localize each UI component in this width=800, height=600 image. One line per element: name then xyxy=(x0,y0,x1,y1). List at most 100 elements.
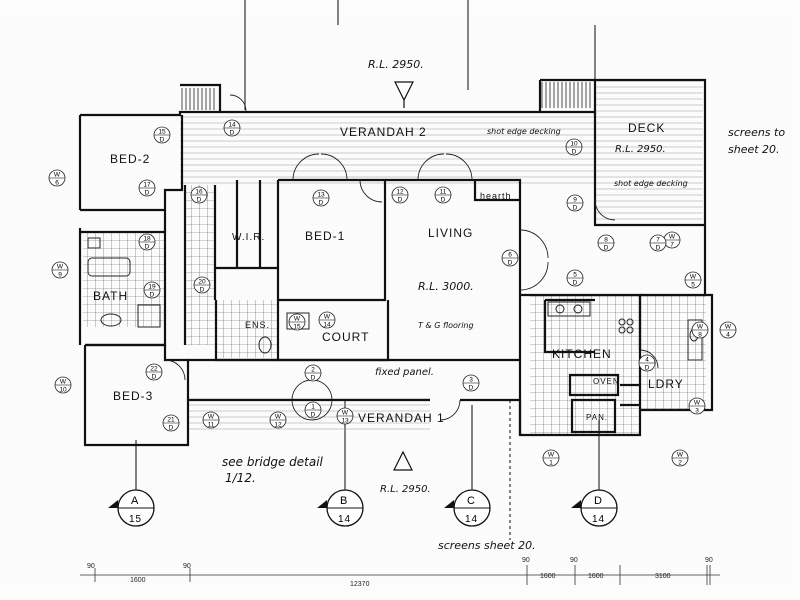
window-tag: W14 xyxy=(318,311,336,329)
window-tag-bottom: 15 xyxy=(293,324,301,331)
window-tag: W8 xyxy=(691,321,709,339)
door-tag-bottom: D xyxy=(311,412,316,419)
door-tag-top: 7 xyxy=(656,237,660,244)
section-b-letter: B xyxy=(340,495,348,507)
window-tag-top: W xyxy=(697,324,704,331)
bridge-note-2: 1/12. xyxy=(225,471,256,485)
window-tag-bottom: 8 xyxy=(698,332,702,339)
window-tag-bottom: 11 xyxy=(208,422,215,429)
window-tag: W12 xyxy=(269,411,287,429)
section-d-sheet: 14 xyxy=(592,514,605,525)
door-tag-bottom: D xyxy=(573,205,578,212)
window-tag-top: W xyxy=(294,316,301,323)
door-tag: 15D xyxy=(153,126,171,144)
door-tag-top: 1 xyxy=(311,404,315,411)
dim-1600-a: 1600 xyxy=(540,573,556,580)
door-tag-top: 4 xyxy=(645,357,649,364)
deck-label: DECK xyxy=(628,121,665,135)
dim-90-a: 90 xyxy=(87,563,95,570)
door-tag-top: 5 xyxy=(573,272,577,279)
door-tag-top: 20 xyxy=(198,279,206,286)
bed-3-label: BED-3 xyxy=(113,389,153,403)
stairs xyxy=(181,82,591,110)
dim-1600-b: 1600 xyxy=(588,573,604,580)
window-tag-bottom: 9 xyxy=(58,272,62,279)
dim-total: 12370 xyxy=(350,581,370,588)
section-marker-b: B 14 xyxy=(317,489,364,527)
verandah-1-label: VERANDAH 1 xyxy=(358,411,445,425)
window-tag: W3 xyxy=(688,397,706,415)
door-tag-top: 14 xyxy=(228,122,236,129)
door-tag: 11D xyxy=(434,186,452,204)
door-tag-bottom: D xyxy=(169,425,174,432)
door-tag: 3D xyxy=(462,374,480,392)
fixed-panel-note: fixed panel. xyxy=(375,367,434,378)
rl-deck-note: R.L. 2950. xyxy=(615,144,666,155)
window-tag-bottom: 12 xyxy=(274,422,282,429)
window-tag: W1 xyxy=(542,449,560,467)
kitchen-label: KITCHEN xyxy=(552,347,612,361)
door-tag-bottom: D xyxy=(398,197,403,204)
window-tag-bottom: 4 xyxy=(726,332,730,339)
dim-90-b: 90 xyxy=(183,563,191,570)
door-tag-bottom: D xyxy=(604,245,609,252)
sheet-top-note: sheet 20. xyxy=(728,143,780,156)
living-label: LIVING xyxy=(428,226,473,240)
hearth-label: hearth xyxy=(480,191,512,201)
window-tag: W15 xyxy=(288,313,306,331)
door-tag: 22D xyxy=(145,363,163,381)
door-tag-bottom: D xyxy=(145,244,150,251)
door-tag-bottom: D xyxy=(311,375,316,382)
decking-note-2: shot edge decking xyxy=(614,179,688,188)
door-tag-bottom: D xyxy=(150,292,155,299)
window-tag: W9 xyxy=(51,261,69,279)
door-tag: 14D xyxy=(223,119,241,137)
door-tag-top: 15 xyxy=(158,129,166,136)
wir-label: W.I.R. xyxy=(232,232,265,243)
door-tag-top: 13 xyxy=(317,192,325,199)
door-tag-bottom: D xyxy=(656,245,661,252)
window-tag: W10 xyxy=(54,376,72,394)
door-tag-top: 22 xyxy=(150,366,158,373)
bridge-note-1: see bridge detail xyxy=(222,455,324,469)
window-tag-top: W xyxy=(57,264,64,271)
door-tag: 16D xyxy=(190,186,208,204)
door-tag-bottom: D xyxy=(200,287,205,294)
door-tag-bottom: D xyxy=(145,190,150,197)
window-tag-top: W xyxy=(342,410,349,417)
dimension-line xyxy=(80,565,720,585)
dim-90-d: 90 xyxy=(570,557,578,564)
window-tag-bottom: 2 xyxy=(678,460,682,467)
section-marker-d: D 14 xyxy=(571,489,618,527)
door-tag: 12D xyxy=(391,186,409,204)
level-markers xyxy=(393,81,414,471)
window-tag-top: W xyxy=(60,379,67,386)
dim-90-c: 90 xyxy=(522,557,530,564)
door-tag-top: 11 xyxy=(440,189,447,196)
door-tag: 7D xyxy=(649,234,667,252)
window-tag-bottom: 7 xyxy=(670,242,674,249)
window-tag-top: W xyxy=(690,274,697,281)
door-tag: 4D xyxy=(638,354,656,372)
window-tag: W6 xyxy=(48,169,66,187)
door-tag: 13D xyxy=(312,189,330,207)
door-tag-bottom: D xyxy=(645,365,650,372)
window-tag-bottom: 5 xyxy=(691,282,695,289)
door-tag-bottom: D xyxy=(152,374,157,381)
bed-2-label: BED-2 xyxy=(110,152,150,166)
section-c-sheet: 14 xyxy=(465,514,478,525)
rl-living-note: R.L. 3000. xyxy=(418,280,474,293)
bath-label: BATH xyxy=(93,289,128,303)
door-tag-bottom: D xyxy=(572,149,577,156)
window-tag-top: W xyxy=(669,234,676,241)
door-tag-bottom: D xyxy=(230,130,235,137)
dim-90-e: 90 xyxy=(705,557,713,564)
pan-label: PAN. xyxy=(586,413,608,422)
door-tag: 1D xyxy=(304,401,322,419)
door-swings xyxy=(164,94,659,421)
door-tag-top: 9 xyxy=(573,197,577,204)
window-tag-top: W xyxy=(54,172,61,179)
section-d-letter: D xyxy=(594,495,603,507)
window-tag-top: W xyxy=(208,414,215,421)
window-tag: W4 xyxy=(719,321,737,339)
